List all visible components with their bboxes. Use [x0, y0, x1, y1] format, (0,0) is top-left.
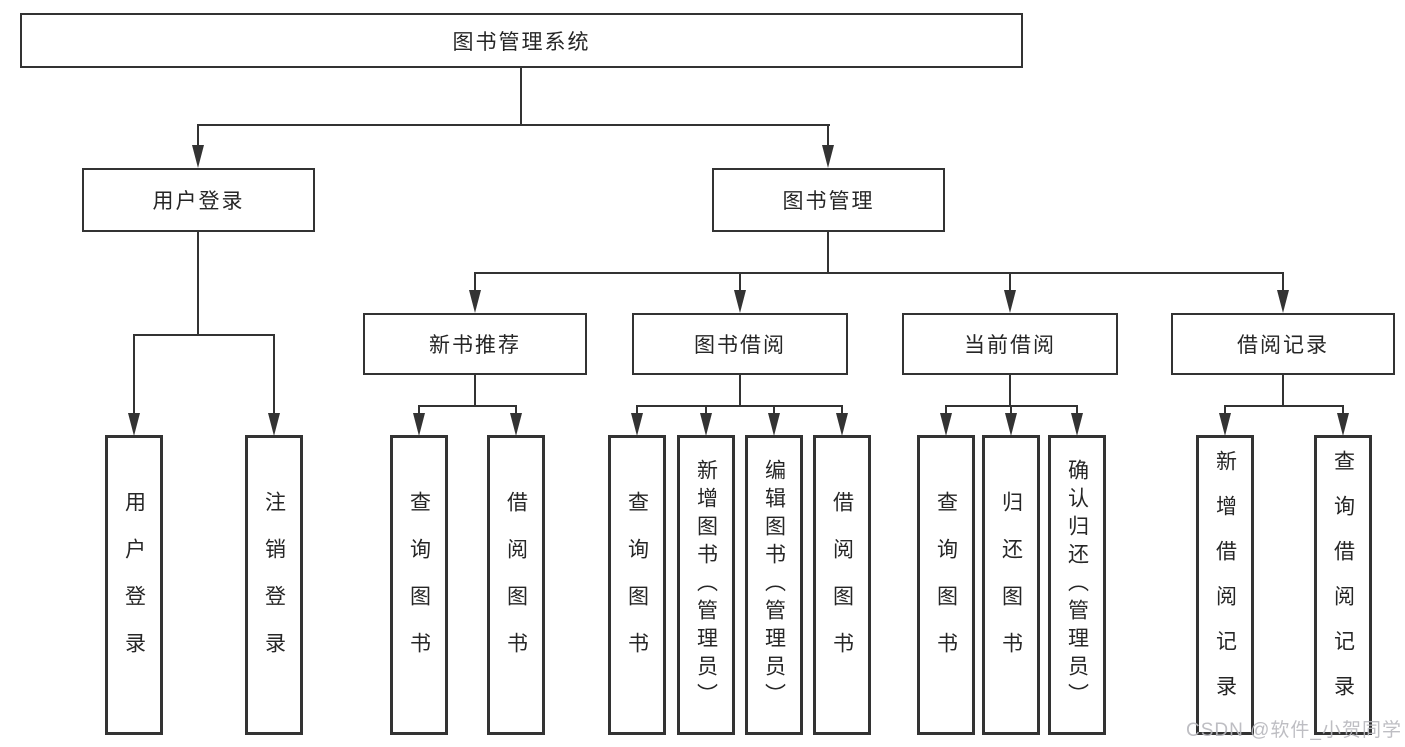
node-book-management-label: 图书管理: [782, 190, 875, 213]
node-book-management: 图书管理: [712, 168, 945, 232]
arrow-down-icon: [192, 145, 204, 168]
arrow-down-icon: [1004, 290, 1016, 313]
connector-vline: [133, 335, 135, 415]
leaf-user-login: 用户登录: [105, 435, 163, 735]
leaf-query-books-borrow: 查询图书: [608, 435, 666, 735]
node-book-borrow: 图书借阅: [632, 313, 848, 375]
node-borrow-records-label: 借阅记录: [1237, 334, 1329, 357]
arrow-down-icon: [1277, 290, 1289, 313]
leaf-borrow-books: 借阅图书: [813, 435, 871, 735]
node-new-book-recommend: 新书推荐: [363, 313, 587, 375]
watermark: CSDN @软件_小贺同学: [1186, 720, 1402, 741]
connector-vline: [474, 273, 476, 293]
connector-hline: [418, 405, 517, 407]
arrow-down-icon: [510, 413, 522, 436]
arrow-down-icon: [822, 145, 834, 168]
connector-vline: [1009, 375, 1011, 407]
connector-vline: [636, 406, 638, 417]
arrow-down-icon: [128, 413, 140, 436]
node-current-borrow-label: 当前借阅: [964, 334, 1056, 357]
node-new-book-recommend-label: 新书推荐: [429, 334, 521, 357]
leaf-return-book: 归还图书: [982, 435, 1040, 735]
connector-hline: [636, 405, 843, 407]
arrow-down-icon: [631, 413, 643, 436]
leaf-edit-book-admin-label: 编辑图书（管理员）: [762, 459, 786, 711]
leaf-query-books-recommend: 查询图书: [390, 435, 448, 735]
node-user-login: 用户登录: [82, 168, 315, 232]
leaf-borrow-books-label: 借阅图书: [830, 491, 854, 679]
arrow-down-icon: [469, 290, 481, 313]
connector-vline: [1076, 406, 1078, 417]
arrow-down-icon: [1337, 413, 1349, 436]
connector-vline: [773, 406, 775, 417]
arrow-down-icon: [734, 290, 746, 313]
connector-vline: [197, 125, 199, 147]
connector-vline: [520, 68, 522, 126]
arrow-down-icon: [1071, 413, 1083, 436]
leaf-add-borrow-record: 新增借阅记录: [1196, 435, 1254, 735]
connector-vline: [1010, 406, 1012, 417]
connector-vline: [739, 273, 741, 293]
leaf-confirm-return-admin: 确认归还（管理员）: [1048, 435, 1106, 735]
arrow-down-icon: [768, 413, 780, 436]
arrow-down-icon: [268, 413, 280, 436]
connector-hline: [1224, 405, 1344, 407]
leaf-logout-label: 注销登录: [262, 491, 286, 679]
leaf-borrow-books-recommend: 借阅图书: [487, 435, 545, 735]
leaf-query-books-borrow-label: 查询图书: [625, 491, 649, 679]
node-root-label: 图书管理系统: [452, 30, 591, 54]
connector-vline: [827, 232, 829, 274]
leaf-query-books-recommend-label: 查询图书: [407, 491, 431, 679]
connector-vline: [1282, 273, 1284, 293]
connector-vline: [945, 406, 947, 417]
connector-vline: [1342, 406, 1344, 417]
leaf-edit-book-admin: 编辑图书（管理员）: [745, 435, 803, 735]
leaf-return-book-label: 归还图书: [999, 491, 1023, 679]
connector-vline: [515, 406, 517, 417]
connector-vline: [1009, 273, 1011, 293]
connector-vline: [197, 232, 199, 336]
connector-hline: [474, 272, 1284, 274]
connector-vline: [841, 406, 843, 417]
leaf-add-book-admin: 新增图书（管理员）: [677, 435, 735, 735]
leaf-query-books-current: 查询图书: [917, 435, 975, 735]
leaf-query-borrow-record: 查询借阅记录: [1314, 435, 1372, 735]
connector-vline: [1224, 406, 1226, 417]
node-root: 图书管理系统: [20, 13, 1023, 68]
leaf-query-books-current-label: 查询图书: [934, 491, 958, 679]
node-user-login-label: 用户登录: [152, 190, 245, 213]
arrow-down-icon: [940, 413, 952, 436]
connector-vline: [705, 406, 707, 417]
leaf-add-book-admin-label: 新增图书（管理员）: [694, 459, 718, 711]
leaf-logout: 注销登录: [245, 435, 303, 735]
connector-hline: [197, 124, 830, 126]
leaf-user-login-label: 用户登录: [122, 491, 146, 679]
arrow-down-icon: [836, 413, 848, 436]
arrow-down-icon: [700, 413, 712, 436]
connector-vline: [827, 125, 829, 147]
connector-vline: [474, 375, 476, 407]
arrow-down-icon: [1219, 413, 1231, 436]
node-current-borrow: 当前借阅: [902, 313, 1118, 375]
leaf-add-borrow-record-label: 新增借阅记录: [1213, 450, 1237, 720]
connector-vline: [273, 335, 275, 415]
leaf-query-borrow-record-label: 查询借阅记录: [1331, 450, 1355, 720]
arrow-down-icon: [413, 413, 425, 436]
connector-vline: [418, 406, 420, 417]
node-borrow-records: 借阅记录: [1171, 313, 1395, 375]
connector-vline: [739, 375, 741, 407]
leaf-confirm-return-admin-label: 确认归还（管理员）: [1065, 459, 1089, 711]
connector-hline: [133, 334, 275, 336]
connector-vline: [1282, 375, 1284, 407]
node-book-borrow-label: 图书借阅: [694, 334, 786, 357]
leaf-borrow-books-recommend-label: 借阅图书: [504, 491, 528, 679]
arrow-down-icon: [1005, 413, 1017, 436]
